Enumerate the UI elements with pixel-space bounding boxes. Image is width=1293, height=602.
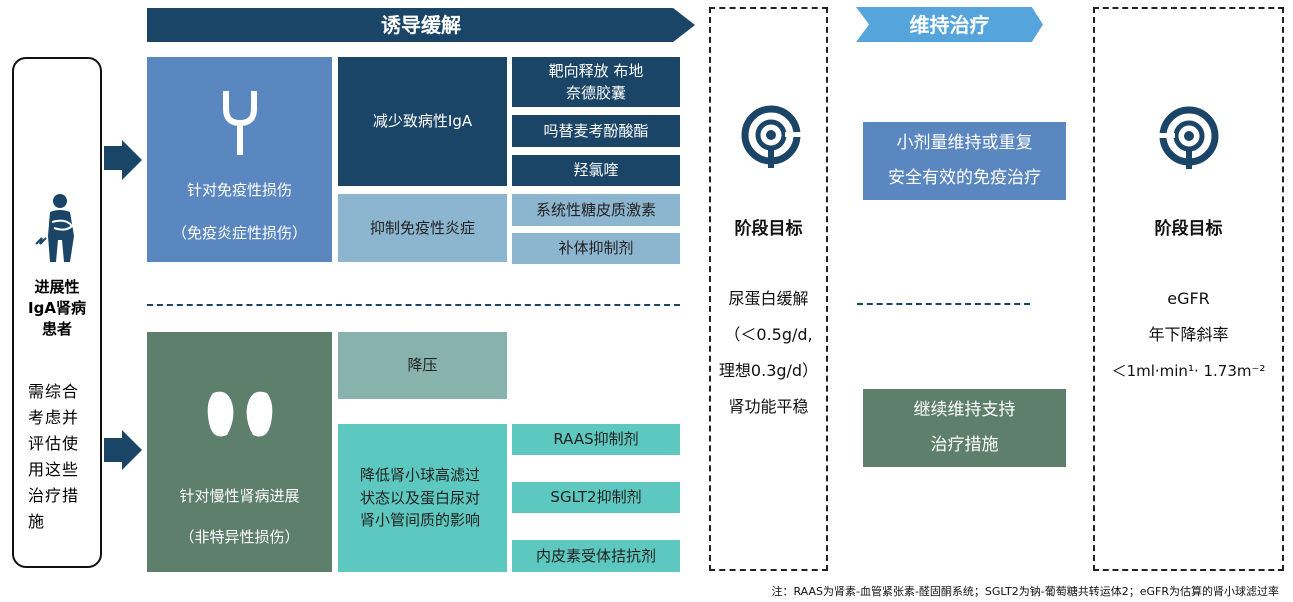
target-icon xyxy=(741,105,801,168)
induction-header-label: 诱导缓解 xyxy=(381,13,461,37)
induction-header: 诱导缓解 xyxy=(147,8,695,42)
inflammation: 抑制免疫性炎症 xyxy=(338,194,507,262)
immune-box: 针对免疫性损伤 （免疫炎症性损伤） xyxy=(147,57,332,262)
goal1-box: 阶段目标 尿蛋白缓解 （＜0.5g/d, 理想0.3g/d） 肾功能平稳 xyxy=(709,7,828,571)
bp-lowering: 降压 xyxy=(338,332,507,399)
divider-induction xyxy=(147,304,680,306)
maintenance-upper: 小剂量维持或重复 安全有效的免疫治疗 xyxy=(863,122,1066,200)
arrow-to-ckd xyxy=(104,438,122,462)
goal2-line: ＜1ml·min¹· 1.73m⁻² xyxy=(1111,362,1266,380)
maintenance-header: 维持治疗 xyxy=(856,7,1043,42)
arrow-to-immune xyxy=(104,146,122,170)
goal1-line: （＜0.5g/d, xyxy=(724,325,813,344)
footnote: 注：RAAS为肾素-血管紧张素-醛固酮系统；SGLT2为钠-葡萄糖共转运体2；e… xyxy=(771,585,1279,598)
maintenance-lower: 继续维持支持 治疗措施 xyxy=(863,389,1066,467)
maintenance-upper-line: 安全有效的免疫治疗 xyxy=(888,168,1041,188)
drug-budesonide: 靶向释放 布地奈德胶囊 xyxy=(512,57,680,107)
arrow-head-immune xyxy=(122,140,142,180)
immune-subtitle: （免疫炎症性损伤） xyxy=(171,224,307,242)
immune-title: 针对免疫性损伤 xyxy=(186,181,292,199)
ckd-box: 针对慢性肾病进展 （非特异性损伤） xyxy=(147,332,332,572)
arrow-head-ckd xyxy=(122,430,142,470)
drug-sglt2: SGLT2抑制剂 xyxy=(512,482,680,513)
maintenance-header-label: 维持治疗 xyxy=(909,12,990,37)
patient-box: 进展性 IgA肾病 患者 需综合考虑并评估使用这些治疗措施 xyxy=(12,57,102,568)
patient-title-2: IgA肾病 xyxy=(28,299,86,317)
patient-title-1: 进展性 xyxy=(34,278,80,296)
drug-complement: 补体抑制剂 xyxy=(512,233,680,264)
drug-steroid: 系统性糖皮质激素 xyxy=(512,194,680,226)
drug-hcq: 羟氯喹 xyxy=(512,155,680,186)
goal2-box: 阶段目标 eGFR 年下降斜率 ＜1ml·min¹· 1.73m⁻² xyxy=(1093,7,1284,571)
maintenance-upper-line: 小剂量维持或重复 xyxy=(896,133,1033,153)
ckd-subtitle: （非特异性损伤） xyxy=(179,528,300,546)
kidney-icon xyxy=(207,391,272,437)
maintenance-lower-line: 继续维持支持 xyxy=(913,400,1016,420)
goal1-line: 尿蛋白缓解 xyxy=(728,289,809,308)
patient-pain-icon xyxy=(35,194,74,262)
patient-title-3: 患者 xyxy=(41,320,72,338)
goal2-line: eGFR xyxy=(1167,289,1210,308)
goal1-line: 理想0.3g/d） xyxy=(718,361,819,380)
goal2-line: 年下降斜率 xyxy=(1148,325,1229,344)
goal1-title: 阶段目标 xyxy=(734,219,803,239)
antibody-icon xyxy=(222,91,257,155)
drug-raas: RAAS抑制剂 xyxy=(512,424,680,455)
divider-maintenance xyxy=(857,303,1030,305)
goal1-line: 肾功能平稳 xyxy=(728,397,809,416)
maintenance-lower-line: 治疗措施 xyxy=(930,435,999,455)
target-icon xyxy=(1159,106,1219,169)
drug-endothelin: 内皮素受体拮抗剂 xyxy=(512,540,680,572)
hyperfiltration: 降低肾小球高滤过状态以及蛋白尿对肾小管间质的影响 xyxy=(338,424,507,572)
reduce-iga: 减少致病性IgA xyxy=(338,57,507,186)
drug-mmf: 吗替麦考酚酸酯 xyxy=(512,115,680,147)
ckd-title: 针对慢性肾病进展 xyxy=(179,487,300,505)
goal2-title: 阶段目标 xyxy=(1154,219,1223,239)
patient-note: 需综合考虑并评估使用这些治疗措施 xyxy=(28,382,80,531)
